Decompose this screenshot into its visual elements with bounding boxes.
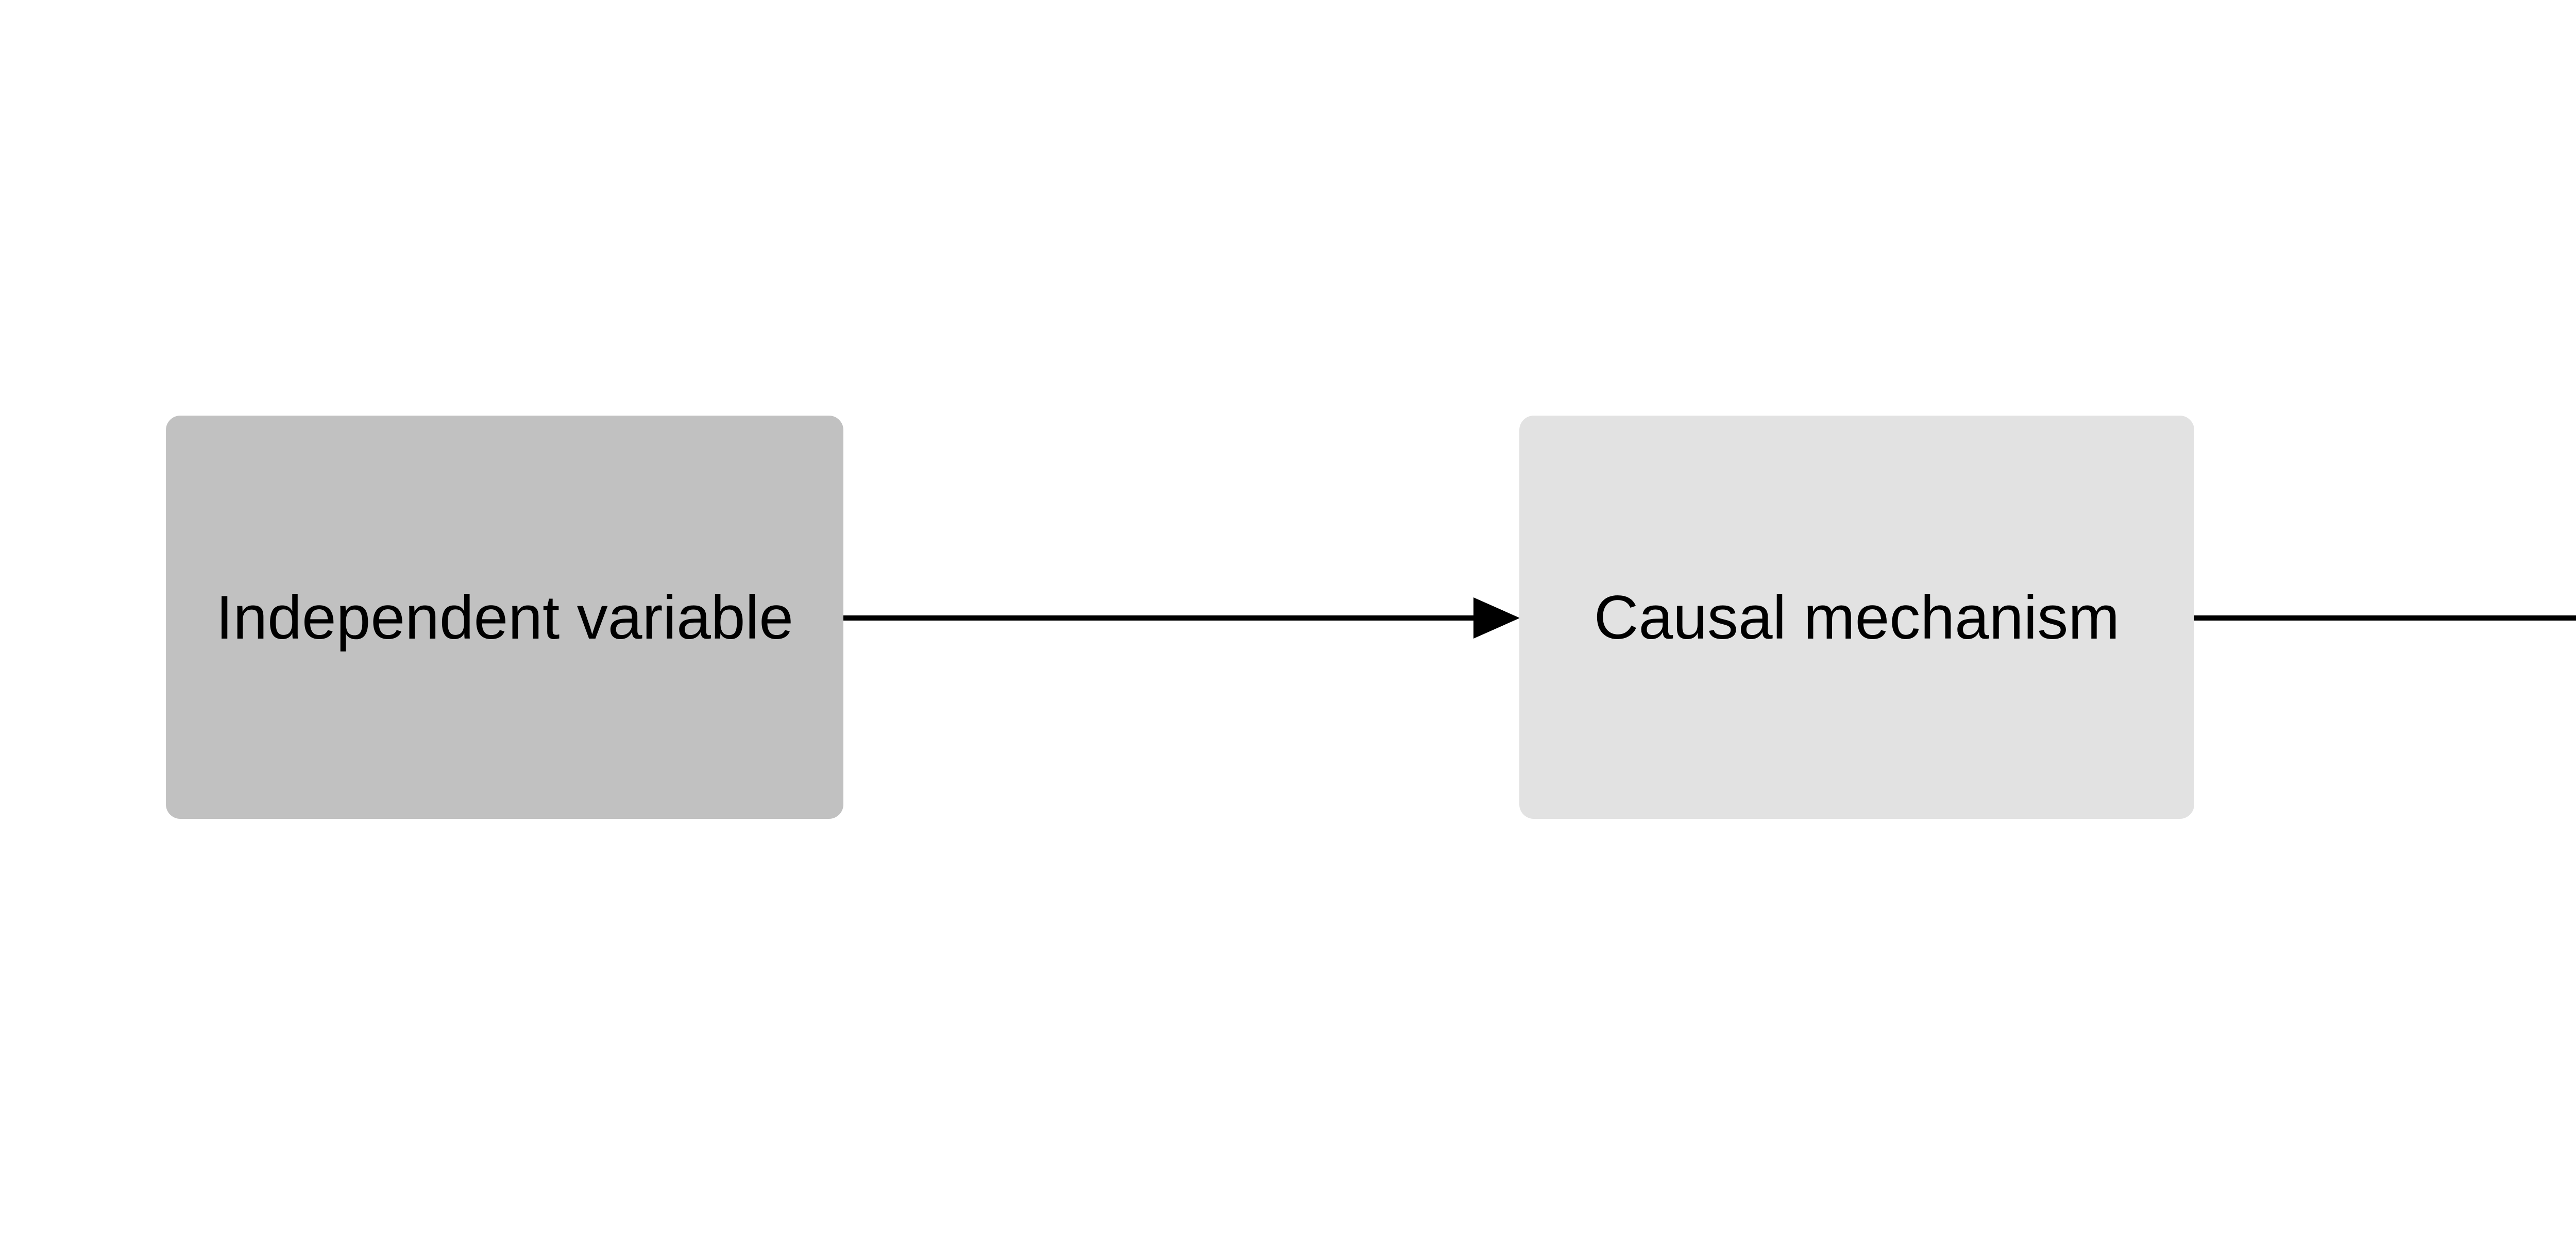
arrow-line: [843, 615, 1478, 621]
node-independent-variable: Independent variable: [166, 416, 843, 819]
arrow-line: [2194, 615, 2576, 621]
arrowhead-right-icon: [1473, 597, 1520, 639]
connector-arrow-mechanism-to-dependent: [2194, 597, 2576, 639]
node-independent-variable-label: Independent variable: [216, 582, 793, 652]
connector-arrow-independent-to-mechanism: [843, 597, 1520, 639]
node-causal-mechanism-label: Causal mechanism: [1594, 582, 2120, 652]
node-causal-mechanism: Causal mechanism: [1519, 416, 2194, 819]
